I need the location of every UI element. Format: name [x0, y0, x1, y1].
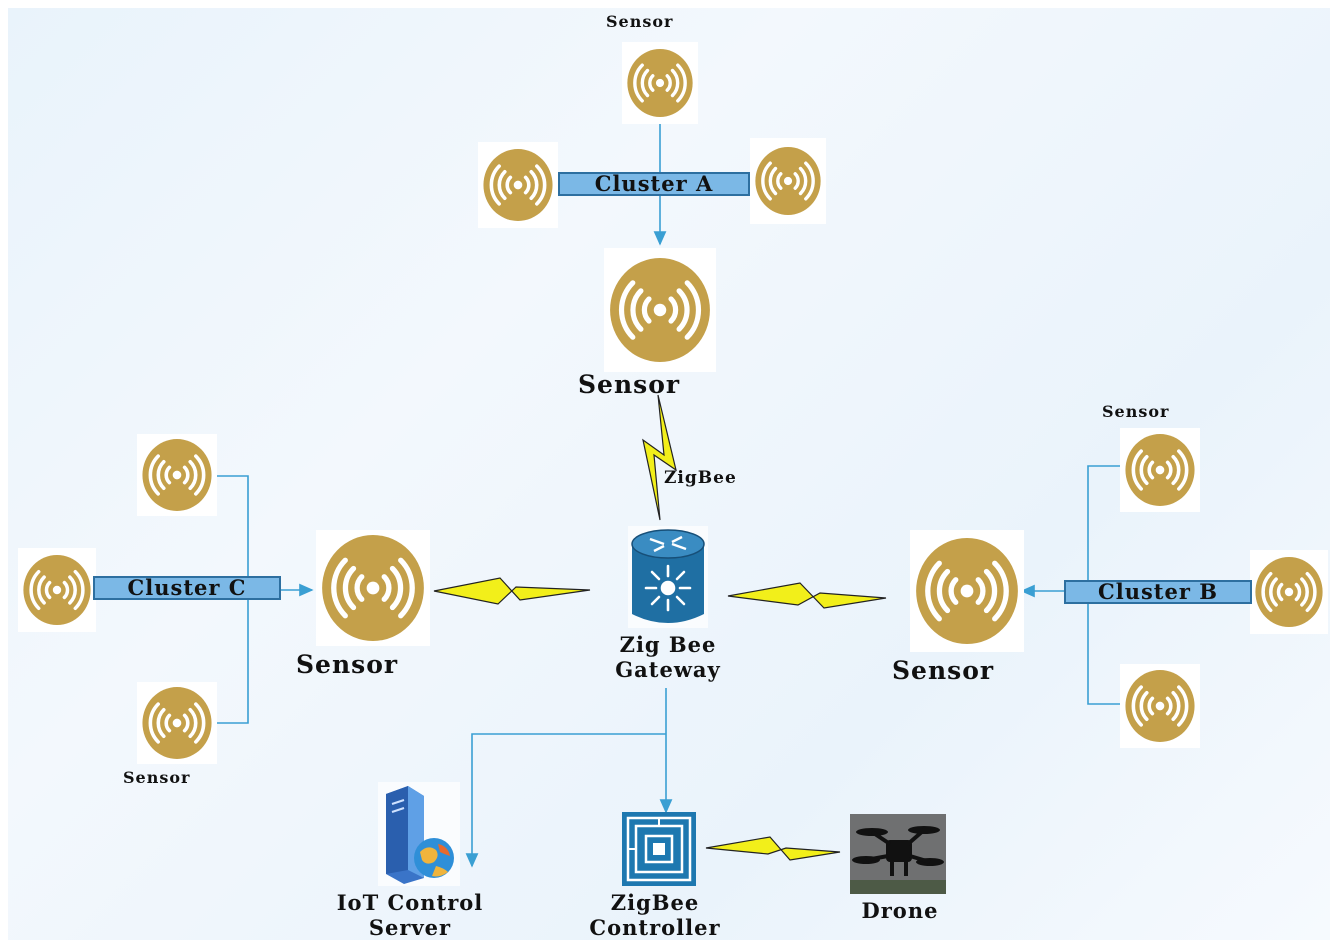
cluster-a-label: Cluster A — [558, 172, 750, 196]
gateway-label: Zig Bee Gateway — [578, 632, 758, 682]
controller-label: ZigBee Controller — [548, 890, 762, 940]
sensor-icon — [18, 548, 96, 632]
sensor-icon-graphic — [750, 138, 826, 224]
cluster-c-label: Cluster C — [93, 576, 281, 600]
drone-label: Drone — [861, 898, 939, 923]
sensor-icon-graphic — [1120, 428, 1200, 512]
sensor-icon — [910, 530, 1024, 652]
server-label: IoT Control Server — [296, 890, 524, 940]
sensor-icon — [478, 142, 558, 228]
sensor-icon-graphic — [137, 434, 217, 516]
sensor-icon — [1120, 428, 1200, 512]
sensor-icon-graphic — [604, 248, 716, 372]
sensor-icon — [622, 42, 698, 124]
sensor-a-main-label: Sensor — [578, 370, 681, 399]
controller-label-line2: Controller — [589, 915, 721, 940]
controller-label-line1: ZigBee — [610, 890, 700, 915]
sensor-icon-graphic — [18, 548, 96, 632]
sensor-b-top-label: Sensor — [1102, 402, 1170, 421]
sensor-icon — [750, 138, 826, 224]
sensor-b-main-label: Sensor — [892, 656, 995, 685]
sensor-icon — [316, 530, 430, 646]
sensor-icon-graphic — [910, 530, 1024, 652]
zigbee-link-label: ZigBee — [664, 468, 737, 488]
sensor-icon — [1250, 550, 1328, 634]
connector-gateway-server — [465, 733, 666, 868]
sensor-icon — [137, 682, 217, 764]
server-label-line2: Server — [368, 915, 452, 940]
zigbee-lightning-left — [433, 577, 591, 605]
sensor-icon — [1120, 664, 1200, 748]
zigbee-lightning-right — [727, 582, 887, 609]
sensor-top-label: Sensor — [606, 12, 674, 31]
cluster-b-label: Cluster B — [1064, 580, 1252, 604]
sensor-icon-graphic — [1250, 550, 1328, 634]
sensor-icon-graphic — [478, 142, 558, 228]
router-icon — [628, 526, 708, 628]
gateway-label-line2: Gateway — [615, 657, 721, 682]
controller-chip-icon — [622, 812, 696, 886]
gateway-label-line1: Zig Bee — [619, 632, 717, 657]
drone-icon — [850, 814, 946, 894]
sensor-icon — [604, 248, 716, 372]
server-label-line1: IoT Control — [336, 890, 484, 915]
sensor-c-main-label: Sensor — [296, 650, 399, 679]
sensor-icon-graphic — [137, 682, 217, 764]
sensor-icon — [137, 434, 217, 516]
sensor-c-bottom-label: Sensor — [123, 768, 191, 787]
sensor-icon-graphic — [622, 42, 698, 124]
server-icon — [378, 782, 460, 886]
sensor-icon-graphic — [1120, 664, 1200, 748]
zigbee-lightning-drone — [705, 836, 841, 861]
zigbee-lightning-top — [642, 394, 677, 521]
diagram-background — [8, 8, 1330, 940]
sensor-icon-graphic — [316, 530, 430, 646]
